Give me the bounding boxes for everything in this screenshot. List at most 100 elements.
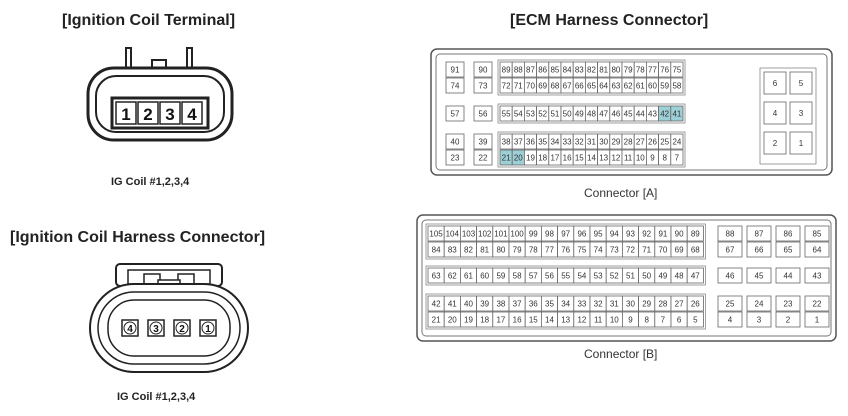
connector-b-pin-label: 86 — [784, 230, 793, 239]
connector-a-pin-label: 60 — [648, 82, 657, 91]
connector-a-pin-90 — [473, 61, 493, 78]
connector-a-pin-label: 87 — [526, 66, 535, 75]
connector-a-pin-label: 65 — [587, 82, 596, 91]
connector-a-pin-label: 13 — [599, 154, 608, 163]
connector-b-pin-label: 55 — [561, 272, 570, 281]
connector-a-pin-label: 23 — [451, 154, 460, 163]
connector-a-pin-label: 76 — [660, 66, 669, 75]
connector-b-pin-label: 7 — [661, 316, 666, 325]
connector-b-pin-label: 95 — [594, 230, 603, 239]
connector-b-pin-46 — [717, 267, 743, 284]
connector-a-pin-label: 15 — [575, 154, 584, 163]
connector-a-pin-label: 79 — [624, 66, 633, 75]
connector-b-pin-label: 15 — [529, 316, 538, 325]
connector-b-pin-label: 70 — [658, 246, 667, 255]
connector-a-pin-label: 43 — [648, 110, 657, 119]
connector-a-pin-label: 72 — [502, 82, 511, 91]
connector-b-pin-label: 40 — [464, 300, 473, 309]
connector-a-pin-73 — [473, 77, 493, 94]
connector-a-pin-label: 45 — [624, 110, 633, 119]
connector-a-pin-2 — [763, 131, 787, 155]
connector-b-pin-label: 44 — [784, 272, 793, 281]
connector-b-pin-label: 19 — [464, 316, 473, 325]
connector-b-label: Connector [B] — [584, 347, 658, 361]
connector-a-pin-label: 31 — [587, 138, 596, 147]
connector-b-pin-3 — [746, 311, 772, 328]
connector-a-pin-label: 58 — [672, 82, 681, 91]
connector-b-pin-label: 28 — [658, 300, 667, 309]
connector-a-pin-label: 49 — [575, 110, 584, 119]
connector-a-pin-label: 8 — [662, 154, 667, 163]
connector-a-pin-5 — [789, 71, 813, 95]
connector-a-pin-label: 86 — [538, 66, 547, 75]
connector-b-pin-label: 50 — [642, 272, 651, 281]
connector-b-pin-label: 92 — [642, 230, 651, 239]
coil-harness-pin-ring — [149, 321, 163, 335]
connector-a-pin-label: 7 — [675, 154, 680, 163]
connector-b-pin-label: 23 — [784, 300, 793, 309]
connector-a-pin-label: 84 — [563, 66, 572, 75]
connector-b-pin-47 — [686, 267, 704, 284]
connector-b-pin-label: 31 — [610, 300, 619, 309]
coil-terminal-pin-2 — [137, 101, 159, 125]
connector-b-pin-label: 80 — [496, 246, 505, 255]
connector-b-pin-label: 60 — [480, 272, 489, 281]
harness-caption: IG Coil #1,2,3,4 — [117, 391, 196, 403]
connector-a-pin-label: 75 — [672, 66, 681, 75]
connector-a-pin-label: 34 — [550, 138, 559, 147]
connector-b-pin-label: 29 — [642, 300, 651, 309]
connector-a-pin-label: 57 — [451, 110, 460, 119]
connector-a-pin-label: 5 — [799, 79, 804, 88]
connector-b-pin-label: 83 — [448, 246, 457, 255]
terminal-caption: IG Coil #1,2,3,4 — [111, 176, 190, 188]
connector-b-pin-label: 3 — [757, 316, 762, 325]
connector-a-pin-label: 28 — [624, 138, 633, 147]
ignition-coil-terminal-heading: [Ignition Coil Terminal] — [62, 12, 236, 29]
connector-a-pin-40 — [445, 133, 465, 150]
connector-b-pin-label: 42 — [432, 300, 441, 309]
connector-a-pin-label: 22 — [479, 154, 488, 163]
connector-b-pin-label: 53 — [594, 272, 603, 281]
coil-terminal-pin-1 — [115, 101, 137, 125]
connector-b-pin-label: 58 — [513, 272, 522, 281]
connector-a-pin-label: 36 — [526, 138, 535, 147]
connector-b-pin-label: 24 — [755, 300, 764, 309]
connector-a-pin-label: 68 — [550, 82, 559, 91]
connector-a-pin-label: 83 — [575, 66, 584, 75]
connector-b-pin-label: 93 — [626, 230, 635, 239]
coil-harness-pin-label: 3 — [153, 324, 159, 335]
coil-harness-pin-ring — [201, 321, 215, 335]
connector-a-pin-41 — [670, 105, 684, 122]
connector-b-pin-label: 30 — [626, 300, 635, 309]
connector-b-pin-1 — [804, 311, 830, 328]
connector-b-pin-25 — [717, 295, 743, 312]
connector-a-pin-58 — [670, 77, 684, 94]
connector-a-pin-block — [497, 103, 686, 124]
connector-a-pin-label: 29 — [611, 138, 620, 147]
connector-b-pin-label: 12 — [577, 316, 586, 325]
connector-a-pin-label: 80 — [611, 66, 620, 75]
connector-b-pin-label: 72 — [626, 246, 635, 255]
connector-b-pin-label: 61 — [464, 272, 473, 281]
connector-b-pin-label: 88 — [726, 230, 735, 239]
connector-b-pin-label: 75 — [577, 246, 586, 255]
connector-a-pin-label: 81 — [599, 66, 608, 75]
coil-terminal-pin-3 — [159, 101, 181, 125]
connector-b-pin-label: 82 — [464, 246, 473, 255]
coil-harness-pin-label: 2 — [179, 324, 185, 335]
connector-a-pin-label: 46 — [611, 110, 620, 119]
connector-a-pin-label: 17 — [550, 154, 559, 163]
connector-a-pin-24 — [670, 133, 684, 150]
connector-a-pin-22 — [473, 149, 493, 166]
connector-b-pin-label: 14 — [545, 316, 554, 325]
connector-b-pin-label: 37 — [513, 300, 522, 309]
connector-b-pin-label: 13 — [561, 316, 570, 325]
connector-b-pin-label: 97 — [561, 230, 570, 239]
connector-a-pin-label: 30 — [599, 138, 608, 147]
connector-a-pin-label: 37 — [514, 138, 523, 147]
connector-b-pin-label: 11 — [594, 316, 603, 325]
connector-b-pin-label: 5 — [693, 316, 698, 325]
